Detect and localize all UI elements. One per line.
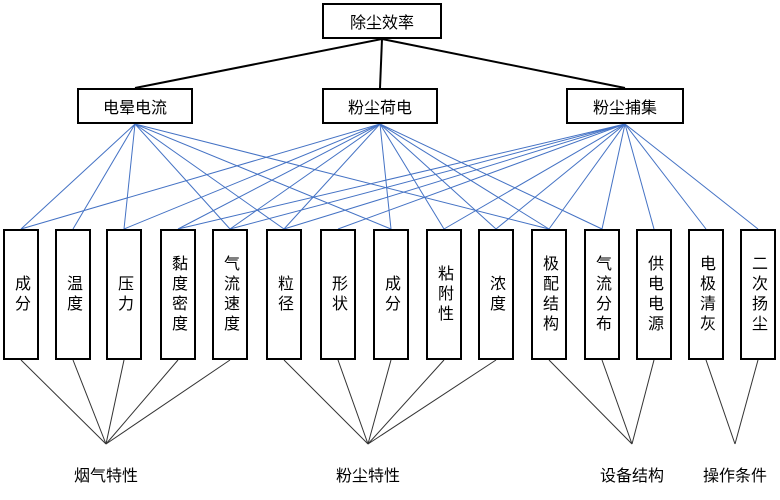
group-link-line: [601, 359, 633, 445]
mechanism-factor-link: [495, 123, 626, 230]
mechanism-factor-link: [72, 123, 136, 230]
group-label-operation: 操作条件: [702, 466, 767, 485]
group-link-line: [105, 359, 125, 445]
factor-electrode-configuration: 极配结构: [531, 229, 567, 360]
group-link-line: [367, 359, 392, 445]
mechanism-factor-link: [134, 123, 285, 230]
mechanism-factor-link: [134, 123, 231, 230]
group-link-line: [20, 359, 107, 445]
mechanism-factor-link: [177, 123, 381, 230]
mechanism-node-corona-current: 电晕电流: [77, 88, 193, 124]
mechanism-factor-link: [134, 123, 550, 230]
mechanism-factor-link: [624, 123, 707, 230]
group-link-line: [734, 359, 759, 445]
mechanism-factor-link: [379, 123, 550, 230]
mechanism-factor-link: [20, 123, 136, 230]
factor-particle-size: 粒径: [266, 229, 302, 360]
factor-dust-reentrainment: 二次扬尘: [740, 229, 776, 360]
group-label-dust: 粉尘特性: [335, 466, 400, 485]
group-label-equipment: 设备结构: [599, 466, 664, 485]
mechanism-node-dust-charging: 粉尘荷电: [322, 88, 438, 124]
mechanism-node-dust-collection: 粉尘捕集: [566, 88, 684, 124]
group-link-line: [105, 359, 179, 445]
group-link-line: [105, 359, 231, 445]
mechanism-factor-link: [379, 123, 497, 230]
factor-adhesion: 粘附性: [426, 229, 462, 360]
group-link-line: [367, 359, 497, 445]
factor-electrode-rapping: 电极清灰: [688, 229, 724, 360]
factor-power-supply: 供电电源: [636, 229, 672, 360]
factor-concentration: 浓度: [478, 229, 514, 360]
factor-gas-flow-distribution: 气流分布: [584, 229, 620, 360]
root-link-line: [381, 38, 626, 89]
group-link-line: [367, 359, 445, 445]
group-link-line: [337, 359, 369, 445]
mechanism-factor-link: [601, 123, 626, 230]
mechanism-factor-link: [134, 123, 392, 230]
mechanism-factor-link: [123, 123, 136, 230]
mechanism-factor-link: [548, 123, 626, 230]
group-label-flue-gas: 烟气特性: [73, 466, 138, 485]
factor-shape: 形状: [320, 229, 356, 360]
root-link-line: [134, 38, 383, 89]
mechanism-factor-link: [229, 123, 381, 230]
mechanism-factor-link: [379, 123, 603, 230]
root-link-line: [379, 38, 383, 89]
factor-pressure: 压力: [106, 229, 142, 360]
group-link-line: [548, 359, 633, 445]
mechanism-factor-link: [624, 123, 655, 230]
group-link-line: [631, 359, 655, 445]
mechanism-factor-link: [337, 123, 626, 230]
group-link-line: [705, 359, 736, 445]
group-link-line: [72, 359, 107, 445]
mechanism-factor-link: [283, 123, 626, 230]
mechanism-factor-link: [624, 123, 759, 230]
mechanism-factor-link: [229, 123, 626, 230]
factor-temperature: 温度: [55, 229, 91, 360]
factor-gas-composition: 成分: [3, 229, 39, 360]
mechanism-factor-link: [379, 123, 392, 230]
mechanism-factor-link: [283, 123, 381, 230]
group-link-line: [283, 359, 369, 445]
mechanism-factor-link: [177, 123, 626, 230]
factor-viscosity-density: 黏度密度: [160, 229, 196, 360]
root-node: 除尘效率: [322, 3, 442, 39]
mechanism-factor-link: [379, 123, 445, 230]
mechanism-factor-link: [20, 123, 381, 230]
mechanism-factor-link: [443, 123, 626, 230]
factor-gas-velocity: 气流速度: [212, 229, 248, 360]
factor-dust-composition: 成分: [373, 229, 409, 360]
mechanism-factor-link: [123, 123, 381, 230]
